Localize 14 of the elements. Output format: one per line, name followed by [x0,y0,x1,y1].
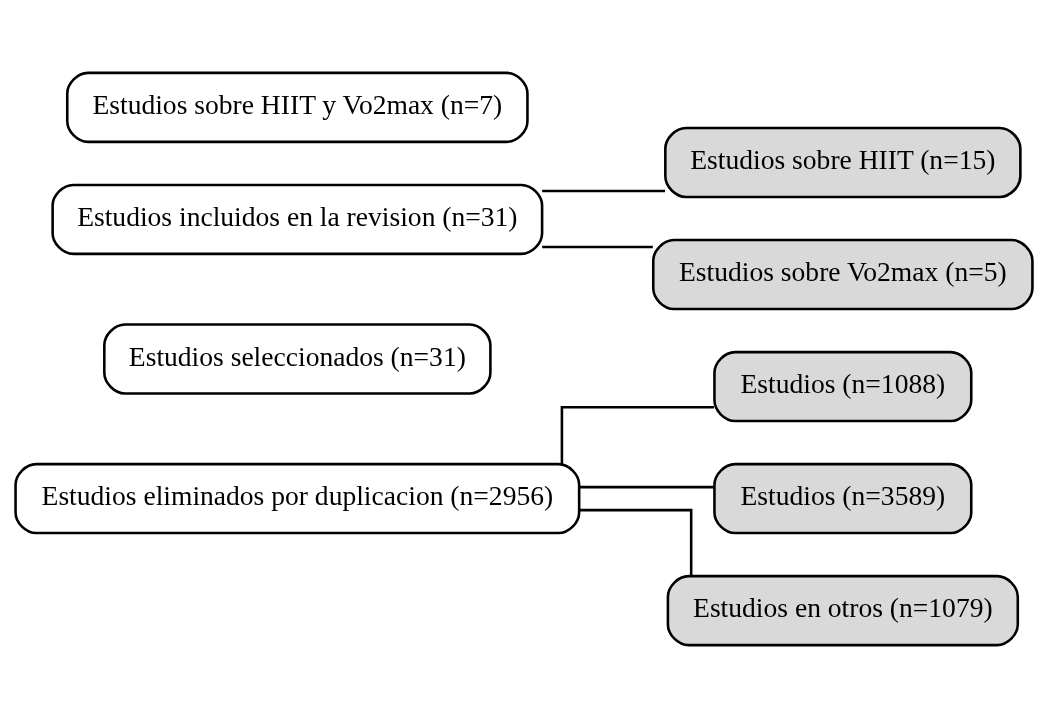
node-box: Estudios en otros (n=1079) [666,574,1020,646]
node-box: Estudios (n=3589) [713,462,973,534]
node-box: Estudios sobre HIIT y Vo2max (n=7) [65,71,529,143]
connector [542,245,653,248]
node-box: Estudios incluidos en la revision (n=31) [51,183,544,255]
node-box: Estudios seleccionados (n=31) [103,322,492,395]
node-box: Estudios sobre Vo2max (n=5) [651,238,1034,310]
connector [579,485,715,488]
connector [542,189,665,192]
connector [560,405,714,464]
node-box: Estudios (n=1088) [713,350,973,422]
node-box: Estudios sobre HIIT (n=15) [664,126,1022,198]
connector [579,508,693,576]
node-box: Estudios eliminados por duplicacion (n=2956) [14,462,581,534]
